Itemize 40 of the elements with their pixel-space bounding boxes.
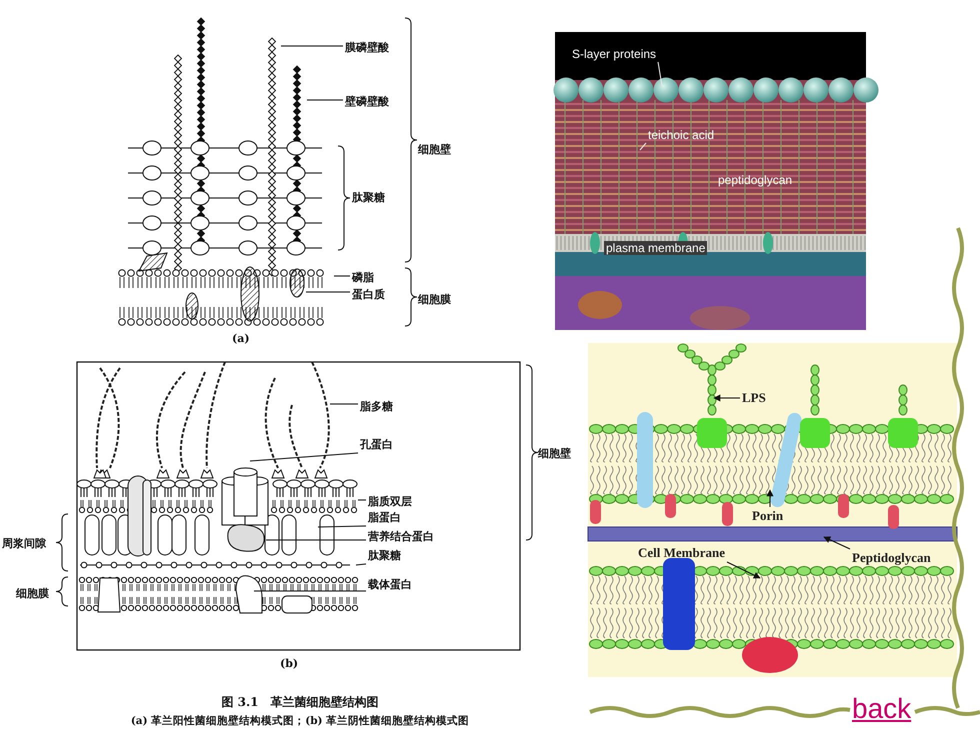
arrow — [823, 536, 850, 550]
panel-label: (a) — [232, 332, 250, 345]
callout-label: LPS — [742, 390, 766, 406]
callout-label: Porin — [752, 508, 784, 524]
callout-label: 孔蛋白 — [360, 437, 393, 452]
bracket-label: 细胞壁 — [418, 142, 451, 157]
panel-label: (b) — [280, 657, 298, 670]
bracket-label: 细胞膜 — [16, 586, 49, 601]
arrow — [766, 489, 774, 508]
callout-label: 膜磷壁酸 — [345, 40, 389, 55]
callout-label: 载体蛋白 — [368, 577, 412, 592]
callout-label: teichoic acid — [648, 128, 714, 142]
bracket-label: 肽聚糖 — [352, 190, 385, 205]
arrow — [726, 562, 761, 578]
figure-title: 图 3.1 革兰菌细胞壁结构图 — [221, 694, 379, 711]
back-link: back — [852, 693, 912, 725]
image-label: peptidoglycan — [718, 173, 792, 187]
bracket-label: 周浆间隙 — [2, 536, 46, 551]
image-label: plasma membrane — [604, 241, 708, 255]
callout-label: 蛋白质 — [352, 287, 385, 302]
leader-line — [254, 590, 366, 592]
leader-line — [658, 62, 662, 86]
figure-caption: (a) 革兰阳性菌细胞壁结构模式图；(b) 革兰阴性菌细胞壁结构模式图 — [130, 714, 470, 728]
callout-label: 壁磷壁酸 — [345, 94, 389, 109]
callout-label: Cell Membrane — [638, 545, 726, 561]
callout-label: 脂多糖 — [360, 399, 393, 414]
callout-label: 磷脂 — [352, 270, 374, 285]
callout-label: 营养结合蛋白 — [368, 529, 434, 544]
leader-line — [356, 564, 366, 566]
callout-label: Peptidoglycan — [852, 550, 931, 566]
leader-line — [250, 452, 358, 462]
bracket-label: 细胞壁 — [538, 446, 571, 461]
callout-label: S-layer proteins — [572, 47, 656, 61]
arrow — [713, 394, 740, 402]
leader-line — [318, 526, 366, 528]
callout-label: 肽聚糖 — [368, 548, 401, 563]
callout-label: 脂蛋白 — [368, 510, 401, 525]
callout-label: 脂质双层 — [368, 494, 412, 509]
leader-line — [640, 142, 646, 150]
bracket-label: 细胞膜 — [418, 292, 451, 307]
